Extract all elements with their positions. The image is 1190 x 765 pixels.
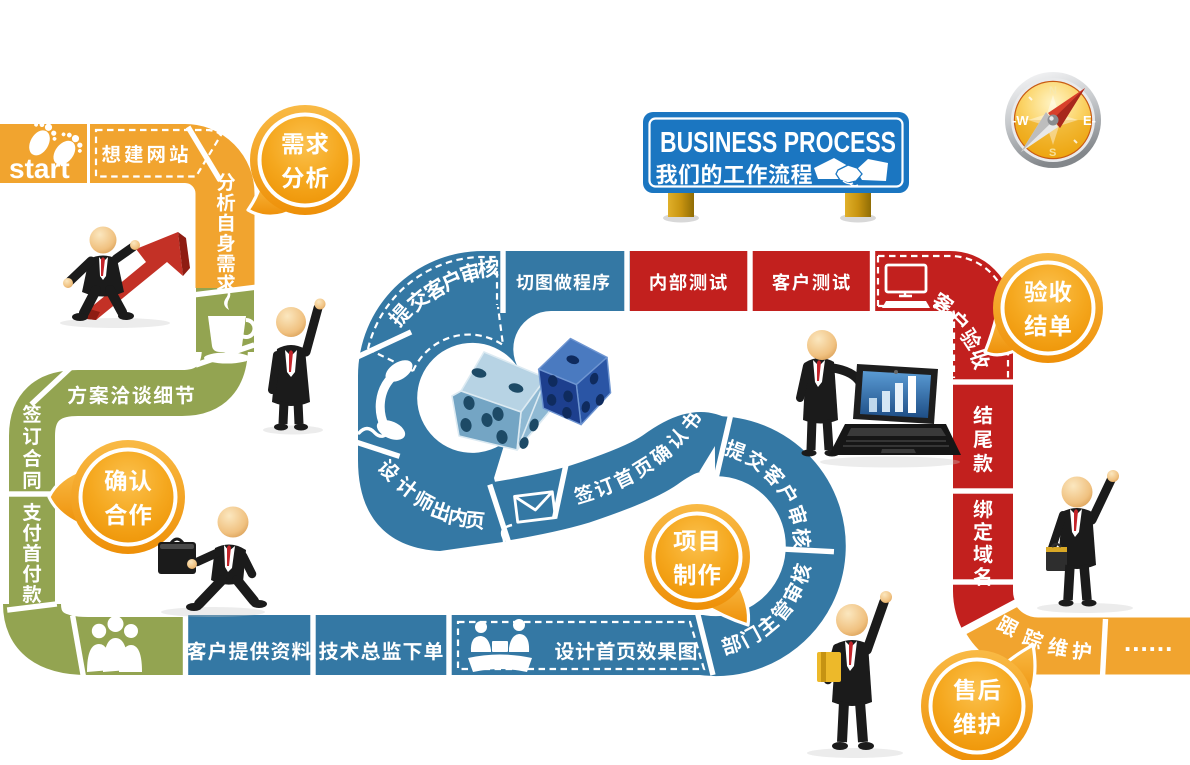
svg-text:-W: -W <box>1012 113 1029 128</box>
svg-text:E-: E- <box>1083 113 1096 128</box>
svg-text:S: S <box>1049 147 1056 159</box>
svg-text:N: N <box>1049 85 1057 97</box>
svg-text:BUSINESS PROCESS: BUSINESS PROCESS <box>660 127 896 159</box>
svg-text:......: ...... <box>1124 627 1173 657</box>
